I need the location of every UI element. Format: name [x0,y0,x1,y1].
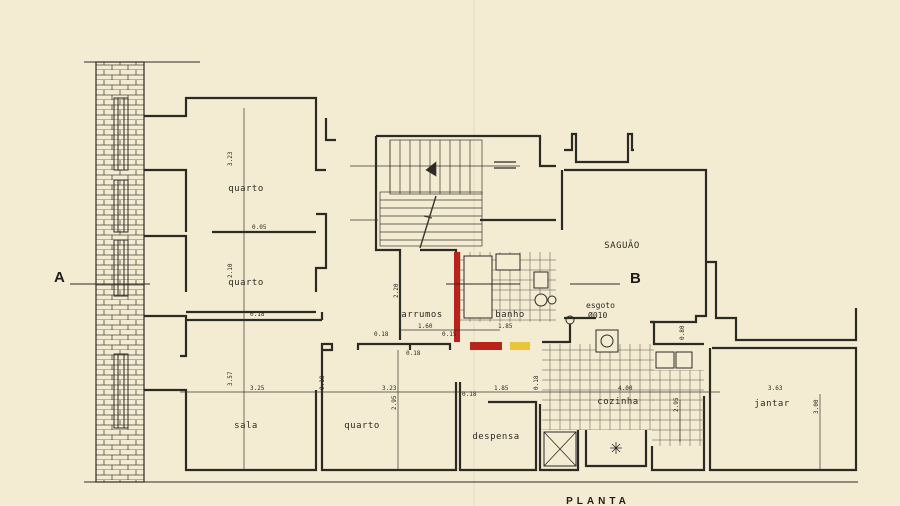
dim-018-b: 0.18 [319,375,326,390]
dim-323-b: 3.23 [382,385,397,392]
dim-325: 3.25 [250,385,265,392]
dim-018-e: 0.18 [406,350,421,357]
room-label-quarto-top: quarto [228,184,264,194]
label-esgoto-size: Ø010 [588,310,607,320]
dim-300: 3.00 [813,399,820,414]
room-label-cozinha: cozinha [597,397,638,407]
dim-295-b: 2.95 [673,397,680,412]
dim-080: 0.80 [679,325,686,340]
dim-018-f: 0.18 [462,391,477,398]
label-esgoto: esgoto [586,301,615,310]
dim-185-b: 1.85 [498,323,513,330]
room-label-quarto-bottom: quarto [344,421,380,431]
kitchen-tiles [542,329,704,467]
room-label-quarto-mid: quarto [228,278,264,288]
dim-005: 0.05 [252,224,267,231]
dim-400: 4.00 [618,385,633,392]
dim-210: 2.10 [227,263,234,278]
dimension-lines [180,108,821,470]
section-mark-a: A [54,269,65,286]
dim-160: 1.60 [418,323,433,330]
brick-wall [84,61,858,483]
room-label-sala: sala [234,421,258,431]
dim-323-a: 3.23 [227,151,234,166]
colored-marks [454,252,530,350]
dim-295-a: 2.95 [391,395,398,410]
section-mark-b: B [630,270,641,287]
dim-018-c: 0.18 [533,375,540,390]
dim-185-a: 1.85 [494,385,509,392]
dim-357: 3.57 [227,371,234,386]
staircase [350,139,520,249]
plan-title: PLANTA [566,496,630,506]
room-label-jantar: jantar [754,399,790,409]
room-label-arrumos: arrumos [401,310,442,320]
bathroom-tiles [460,252,575,325]
dim-015: 0.15 [442,331,457,338]
room-label-saguao: SAGUÃO [604,240,640,251]
dim-363: 3.63 [768,385,783,392]
room-label-banho: banho [495,310,525,320]
section-line [70,231,620,285]
dim-018-a: 0.18 [250,311,265,318]
windows-left [113,97,129,429]
dim-018-d: 0.18 [374,331,389,338]
room-label-despensa: despensa [472,432,519,442]
dim-220: 2.20 [393,283,400,298]
